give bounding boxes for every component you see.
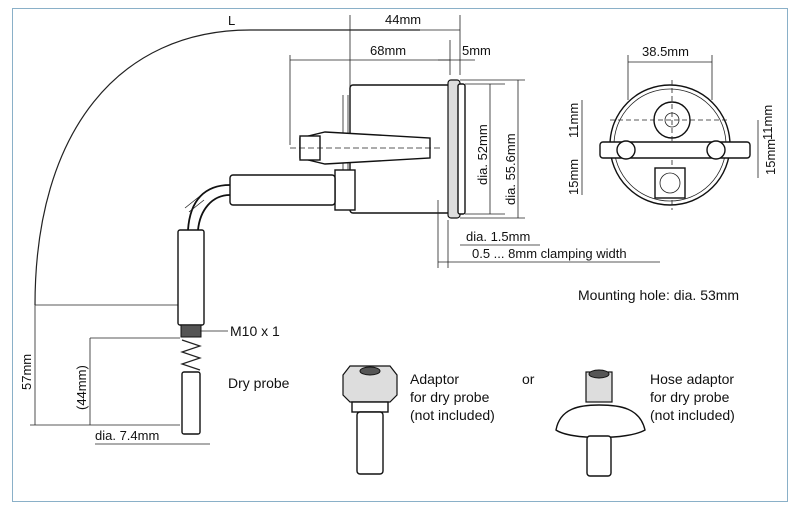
label-57mm: 57mm — [19, 354, 34, 390]
probe-hex — [180, 324, 202, 338]
clamp-nut-left — [616, 140, 636, 160]
gauge-glass — [457, 83, 466, 215]
label-38_5mm: 38.5mm — [642, 44, 689, 59]
probe-sleeve — [177, 229, 205, 326]
adaptor — [342, 365, 398, 475]
hose-adaptor — [555, 369, 646, 477]
label-15mm-right: 15mm — [763, 139, 778, 175]
hose-adaptor-text-1: Hose adaptor — [650, 371, 734, 387]
label-68mm: 68mm — [370, 43, 406, 58]
label-dia7_4: dia. 7.4mm — [95, 428, 159, 443]
dry-probe — [177, 229, 205, 435]
adaptor-text-1: Adaptor — [410, 371, 459, 387]
hose-adaptor-flange — [555, 404, 646, 439]
adaptor-shank — [356, 411, 384, 475]
label-or: or — [522, 371, 535, 387]
label-15mm-left: 15mm — [566, 159, 581, 195]
cable-bend — [187, 184, 231, 231]
clamp-nut-right — [706, 140, 726, 160]
label-5mm: 5mm — [462, 43, 491, 58]
capillary-cable — [34, 29, 420, 306]
probe-thread — [180, 339, 202, 371]
label-dia55: dia. 55.6mm — [503, 133, 518, 205]
label-44mm: 44mm — [385, 12, 421, 27]
adaptor-text-2: for dry probe — [410, 389, 490, 405]
label-m10: M10 x 1 — [230, 323, 280, 339]
label-clamp: 0.5 ... 8mm clamping width — [472, 246, 627, 261]
probe-tip — [181, 371, 201, 435]
label-dia1_5: dia. 1.5mm — [466, 229, 530, 244]
gauge-side-view — [184, 79, 466, 231]
connector-nut — [334, 169, 356, 211]
label-11mm-right: 11mm — [760, 105, 775, 140]
label-L: L — [228, 13, 235, 28]
hose-adaptor-text-2: for dry probe — [650, 389, 730, 405]
hose-adaptor-shank — [586, 435, 612, 477]
label-44mm-paren: (44mm) — [74, 365, 89, 410]
hose-adaptor-text-3: (not included) — [650, 407, 735, 423]
label-11mm: 11mm — [566, 103, 581, 138]
adaptor-hex — [342, 365, 398, 403]
label-dia52: dia. 52mm — [475, 124, 490, 185]
mounting-hole-note: Mounting hole: dia. 53mm — [578, 287, 739, 303]
rear-terminal — [654, 167, 686, 199]
adaptor-text-3: (not included) — [410, 407, 495, 423]
label-dry-probe: Dry probe — [228, 375, 290, 391]
gauge-rear-view — [599, 80, 751, 210]
cable-sleeve — [229, 174, 336, 206]
